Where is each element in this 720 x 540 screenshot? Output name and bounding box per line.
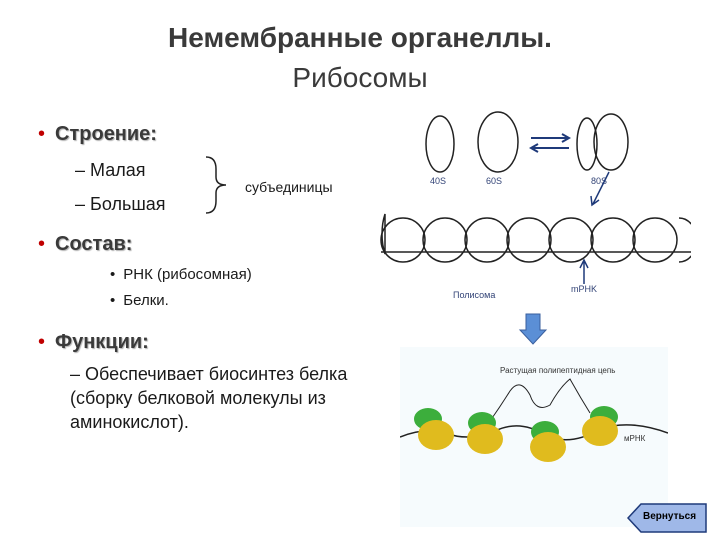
polysome-ribosomes bbox=[380, 213, 691, 263]
assembly-arrow-icon bbox=[531, 133, 572, 143]
translation-diagram: Растущая полипептидная цепь мРНК bbox=[400, 347, 668, 527]
composition-heading: Состав: bbox=[55, 233, 133, 255]
functions-heading: Функции: bbox=[55, 331, 149, 353]
assembled-large-icon bbox=[593, 113, 629, 171]
label-mrna-bottom: мРНК bbox=[624, 434, 646, 443]
bullet-dot: • bbox=[38, 233, 46, 255]
title-normal: Рибосомы bbox=[292, 62, 428, 93]
pointer-arrow-icon bbox=[590, 171, 610, 207]
small-subunit-icon bbox=[418, 420, 454, 450]
composition-item-protein: • Белки. bbox=[110, 290, 169, 312]
label-40s: 40S bbox=[430, 176, 446, 186]
title-bold: Немембранные органеллы. bbox=[168, 22, 552, 53]
large-subunit-icon bbox=[477, 111, 519, 173]
sub-dot: • bbox=[110, 266, 116, 283]
small-subunit-icon bbox=[530, 432, 566, 462]
slide-title: Немембранные органеллы. Рибосомы bbox=[150, 18, 570, 98]
polypeptide-chain bbox=[489, 378, 591, 422]
diagram-bg bbox=[373, 104, 691, 304]
bullet-functions: • Функции: bbox=[38, 330, 149, 354]
brace-icon bbox=[205, 156, 227, 214]
assembled-small-icon bbox=[576, 117, 598, 171]
mrna-pointer-icon bbox=[579, 258, 589, 284]
structure-heading: Строение: bbox=[55, 123, 157, 145]
bullet-dot: • bbox=[38, 123, 46, 145]
composition-item-rna: • РНК (рибосомная) bbox=[110, 264, 252, 286]
small-subunit-icon bbox=[425, 115, 455, 173]
bullet-structure: • Строение: bbox=[38, 122, 157, 146]
structure-item-large: – Большая bbox=[75, 194, 166, 214]
label-polysome: Полисома bbox=[453, 290, 495, 300]
sub-dot: • bbox=[110, 292, 116, 309]
small-subunit-icon bbox=[467, 424, 503, 454]
label-60s: 60S bbox=[486, 176, 502, 186]
small-subunit-icon bbox=[582, 416, 618, 446]
down-arrow-icon bbox=[518, 313, 548, 345]
label-80s: 80S bbox=[591, 176, 607, 186]
structure-item-small: – Малая bbox=[75, 160, 146, 180]
bullet-composition: • Состав: bbox=[38, 232, 132, 256]
composition-item-rna-text: РНК (рибосомная) bbox=[123, 266, 252, 283]
label-chain: Растущая полипептидная цепь bbox=[500, 366, 615, 375]
label-mrna: mPHK bbox=[571, 284, 597, 294]
composition-item-protein-text: Белки. bbox=[123, 292, 169, 309]
functions-text: – Обеспечивает биосинтез белка (сборку б… bbox=[70, 364, 348, 432]
bullet-dot: • bbox=[38, 331, 46, 353]
back-button-shape bbox=[627, 503, 707, 533]
back-button[interactable]: Вернуться bbox=[627, 503, 707, 533]
back-button-label: Вернуться bbox=[643, 511, 697, 522]
brace-label: субъединицы bbox=[245, 179, 333, 195]
dissociation-arrow-icon bbox=[528, 143, 569, 153]
ribosome-diagram: 40S 60S 80S mPHK Полисома bbox=[373, 104, 691, 304]
